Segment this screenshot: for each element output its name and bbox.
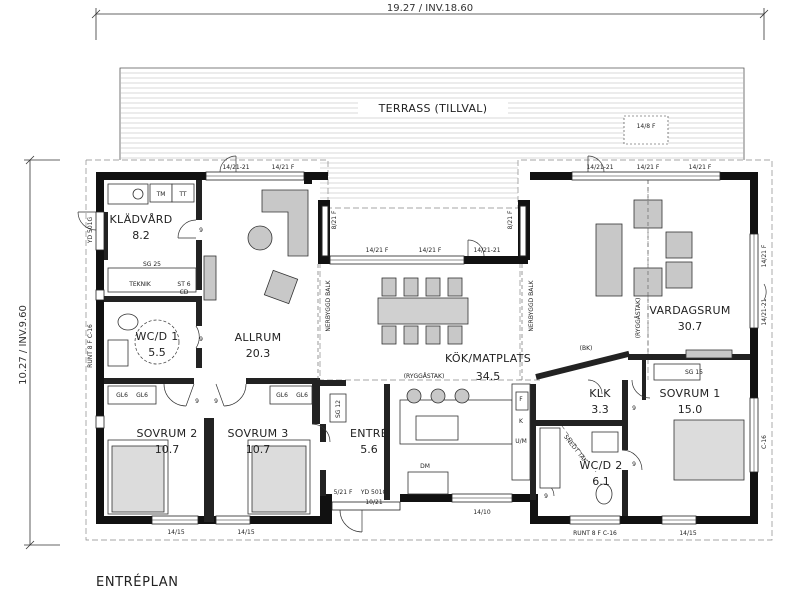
window-tag-vardagsrum-right-b: 14/21-21 (761, 298, 768, 325)
window-tag-allrum-top-a: 14/21-21 (222, 164, 249, 171)
terrace-window-tag: 14/8 F (637, 123, 656, 130)
room-area-entre: 5.6 (360, 443, 378, 456)
label-slant-tak: SNEDT TAK (562, 434, 589, 466)
room-area-vardagsrum: 30.7 (678, 320, 703, 333)
room-name-sovrum2: SOVRUM 2 (136, 427, 197, 440)
window-tag-kok-bottom: 14/10 (473, 509, 490, 516)
room-name-allrum: ALLRUM (235, 331, 282, 344)
window-glazing-lines (152, 175, 755, 521)
beam-lines (317, 180, 649, 473)
window-tag-sovrum3-bottom: 14/15 (237, 529, 254, 536)
door-number-sovrum3: 9 (214, 398, 218, 405)
room-area-sovrum3: 10.7 (246, 443, 271, 456)
top-dimension-label: 19.27 / INV.18.60 (387, 3, 473, 14)
left-dimension-line (24, 155, 60, 550)
label-yd501g-entre: YD 501G (360, 489, 388, 496)
label-k: K (519, 418, 524, 425)
room-name-sovrum3: SOVRUM 3 (227, 427, 288, 440)
window-tag-allrum-top-b: 14/21 F (272, 164, 295, 171)
label-gl6-b: GL6 (136, 392, 148, 399)
label-door-5-21: 5/21 F (334, 489, 353, 496)
window-tag-vardagsrum-top-a: 14/21-21 (586, 164, 613, 171)
label-sg12: SG 12 (335, 400, 342, 418)
room-name-kok: KÖK/MATPLATS (445, 352, 531, 365)
door-number-wc1: 9 (199, 336, 203, 343)
label-cd: CD (180, 289, 189, 296)
label-tt: TT (178, 191, 187, 198)
room-name-klk: KLK (589, 387, 611, 400)
room-name-wc2: WC/D 2 (579, 459, 622, 472)
label-tm: TM (156, 191, 166, 198)
label-nerbyggd-balk-right: NERBYGGD BALK (528, 279, 535, 331)
label-teknik: TEKNIK (128, 281, 152, 288)
label-runt-8f-bottom: RUNT 8 F C-16 (573, 530, 617, 537)
label-sg25: SG 25 (143, 261, 161, 268)
top-dimension-line (91, 8, 769, 40)
window-tag-vardagsrum-top-c: 14/21 F (689, 164, 712, 171)
label-dm: DM (420, 463, 430, 470)
room-name-entre: ENTRÉ (350, 427, 388, 440)
label-gl6-c: GL6 (276, 392, 288, 399)
furniture (107, 183, 745, 515)
room-area-wc2: 6.1 (592, 475, 610, 488)
wc1-label-circle (134, 319, 180, 365)
label-um: U/M (515, 438, 527, 445)
room-name-wc1: WC/D 1 (135, 330, 178, 343)
door-number-wc2-bath: 9 (544, 493, 548, 500)
label-f: F (519, 396, 523, 403)
window-tag-bay-bottom-b: 14/21 F (419, 247, 442, 254)
room-area-sovrum1: 15.0 (678, 403, 703, 416)
door-number-sovrum1: 9 (650, 355, 654, 362)
interior-walls (104, 180, 750, 522)
terrace-outline (119, 67, 745, 160)
label-c16: C-16 (761, 435, 768, 449)
room-name-sovrum1: SOVRUM 1 (659, 387, 720, 400)
door-number-wc2: 9 (632, 461, 636, 468)
label-runt-8f-left: RUNT 8 F C-16 (87, 324, 94, 368)
room-area-klk: 3.3 (591, 403, 609, 416)
label-bk: (BK) (580, 345, 593, 352)
window-tag-vardagsrum-top-b: 14/21 F (637, 164, 660, 171)
label-st6: ST 6 (177, 281, 190, 288)
window-tag-bay-bottom-a: 14/21 F (366, 247, 389, 254)
label-door-10-21: 10/21 (365, 499, 382, 506)
window-tag-sovrum1-bottom: 14/15 (679, 530, 696, 537)
window-tag-bay-left: 8/21 F (331, 210, 338, 229)
label-yd501g-left: YD 501G (87, 217, 94, 245)
room-area-kladvard: 8.2 (132, 229, 150, 242)
label-gl6-a: GL6 (116, 392, 128, 399)
window-tag-vardagsrum-right-a: 14/21 F (761, 244, 768, 267)
label-ryggastak-vardagsrum: (RYGGÅSTAK) (635, 298, 642, 339)
window-tag-sovrum2-bottom: 14/15 (167, 529, 184, 536)
label-sg15: SG 15 (685, 369, 703, 376)
terrace-window-tag-box (623, 115, 669, 145)
room-name-kladvard: KLÄDVÅRD (110, 213, 173, 226)
window-tag-bay-bottom-c: 14/21-21 (473, 247, 500, 254)
left-dimension-label: 10.27 / INV.9.60 (18, 305, 29, 385)
door-swings (77, 155, 767, 533)
room-name-vardagsrum: VARDAGSRUM (649, 304, 730, 317)
plan-title: ENTRÉPLAN (96, 574, 179, 590)
door-number-klk: 9 (632, 405, 636, 412)
label-gl6-d: GL6 (296, 392, 308, 399)
room-area-sovrum2: 10.7 (155, 443, 180, 456)
label-ryggastak-kok: (RYGGÅSTAK) (404, 373, 445, 380)
door-number-kladvard: 9 (199, 227, 203, 234)
terrace-bay-frame (321, 205, 527, 257)
room-area-kok: 34.5 (476, 370, 501, 383)
room-area-wc1: 5.5 (148, 346, 166, 359)
room-area-allrum: 20.3 (246, 347, 271, 360)
label-nerbyggd-balk-left: NERBYGGD BALK (325, 279, 332, 331)
terrace-label: TERRASS (TILLVAL) (378, 102, 488, 115)
window-tag-bay-right: 8/21 F (507, 210, 514, 229)
door-number-sovrum2: 9 (195, 398, 199, 405)
